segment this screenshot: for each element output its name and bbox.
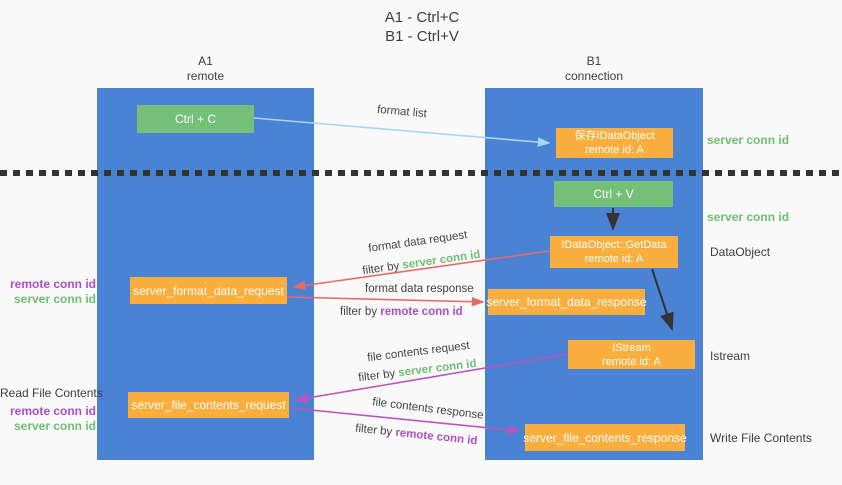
left-column-header: A1 remote [97,54,314,84]
filter-by-remote-conn-id-label-1: filter by remote conn id [340,306,463,318]
ctrl-c-label: Ctrl + C [174,112,216,126]
filter-by-text: filter by [354,422,397,439]
filter-by-remote-conn-id-label-2: filter by remote conn id [355,423,478,448]
server-conn-id-right-top: server conn id [707,133,790,147]
save-dataobject-line2: remote id: A [585,144,644,156]
server-conn-id-text: server conn id [397,357,478,380]
getdata-node[interactable]: IDataObject::GetData remote id: A [550,236,678,268]
server-conn-id-left-2: server conn id [13,418,96,433]
istream-line1: IStream [612,341,651,354]
remote-conn-id-left-2: remote conn id [9,404,96,418]
file-request-label: server_file_contents_request [131,398,286,412]
remote-conn-id-text: remote conn id [394,426,478,448]
ctrl-v-label: Ctrl + V [593,187,634,201]
file-request-node[interactable]: server_file_contents_request [128,392,289,418]
file-response-node[interactable]: server_file_contents_response [523,424,687,451]
dataobject-label: DataObject [710,245,771,259]
remote-conn-id-left-1: remote conn id [9,277,96,291]
file-response-label: server_file_contents_response [523,430,687,445]
diagram-title: A1 - Ctrl+C B1 - Ctrl+V [332,8,512,46]
dashed-separator [0,170,842,176]
istream-node[interactable]: IStream remote id: A [568,340,695,369]
filter-by-text: filter by [340,306,381,318]
right-column-subtitle: connection [564,69,624,83]
left-column-name: A1 [198,54,213,68]
istream-line2: remote id: A [602,355,661,368]
title-line-1: A1 - Ctrl+C [384,9,460,26]
istream-side-label: Istream [710,349,751,363]
remote-conn-id-text: remote conn id [380,306,463,318]
save-dataobject-line1: 保存IDataObject [574,130,655,142]
left-conn-id-group-2: remote conn id server conn id [0,404,96,433]
server-conn-id-left-1: server conn id [13,291,96,306]
write-file-contents-label: Write File Contents [710,431,812,445]
server-conn-id-text: server conn id [401,248,482,272]
right-column-name: B1 [586,54,602,68]
title-line-2: B1 - Ctrl+V [385,28,459,45]
format-response-label: server_format_data_response [486,295,647,309]
getdata-line2: remote id: A [584,253,644,265]
ctrl-v-button[interactable]: Ctrl + V [554,181,673,207]
format-response-node[interactable]: server_format_data_response [486,289,647,315]
format-data-response-label: format data response [365,283,474,295]
left-column-subtitle: remote [186,69,225,83]
getdata-line1: IDataObject::GetData [561,239,667,251]
left-conn-id-group-1: remote conn id server conn id [0,277,96,306]
format-list-label: format list [376,103,428,121]
ctrl-c-button[interactable]: Ctrl + C [137,105,254,133]
read-file-contents-label: Read File Contents [0,386,103,400]
arrow-format-data-response [286,296,485,307]
right-column-header: B1 connection [485,54,703,84]
filter-by-text: filter by [361,259,404,278]
save-dataobject-node[interactable]: 保存IDataObject remote id: A [556,128,673,158]
file-contents-response-label: file contents response [371,396,485,422]
format-request-label: server_format_data_request [133,283,284,298]
filter-by-text: filter by [357,367,400,385]
server-conn-id-right-mid: server conn id [707,210,790,224]
format-request-node[interactable]: server_format_data_request [130,277,287,304]
format-data-request-label: format data request [367,229,469,255]
